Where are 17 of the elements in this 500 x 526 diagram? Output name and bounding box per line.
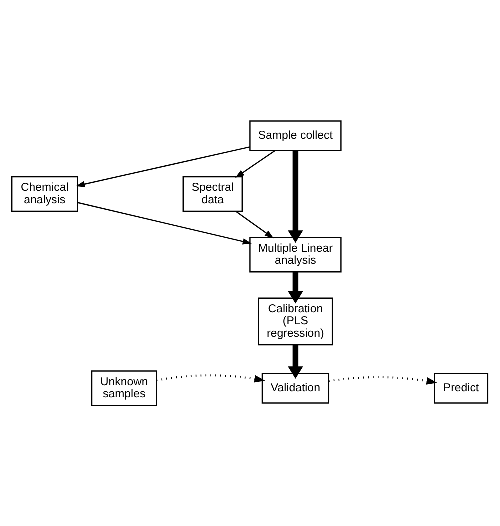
- arrow: [236, 210, 274, 238]
- node-box: Chemical analysis: [11, 176, 78, 212]
- node-box: Validation: [262, 372, 330, 404]
- node-box: Spectral data: [182, 176, 244, 212]
- node-box: Multiple Linear analysis: [250, 236, 342, 272]
- node-box: Unknown samples: [91, 370, 158, 406]
- node-box: Sample collect: [250, 120, 342, 151]
- arrow: [328, 376, 438, 384]
- arrow: [156, 374, 266, 382]
- arrow: [288, 272, 304, 304]
- arrow: [288, 344, 304, 379]
- arrow: [235, 150, 276, 178]
- node-box: Calibration (PLS regression): [258, 297, 334, 346]
- arrow: [78, 202, 252, 244]
- node-box: Predict: [434, 372, 489, 404]
- arrow: [76, 146, 250, 187]
- arrow: [288, 150, 304, 243]
